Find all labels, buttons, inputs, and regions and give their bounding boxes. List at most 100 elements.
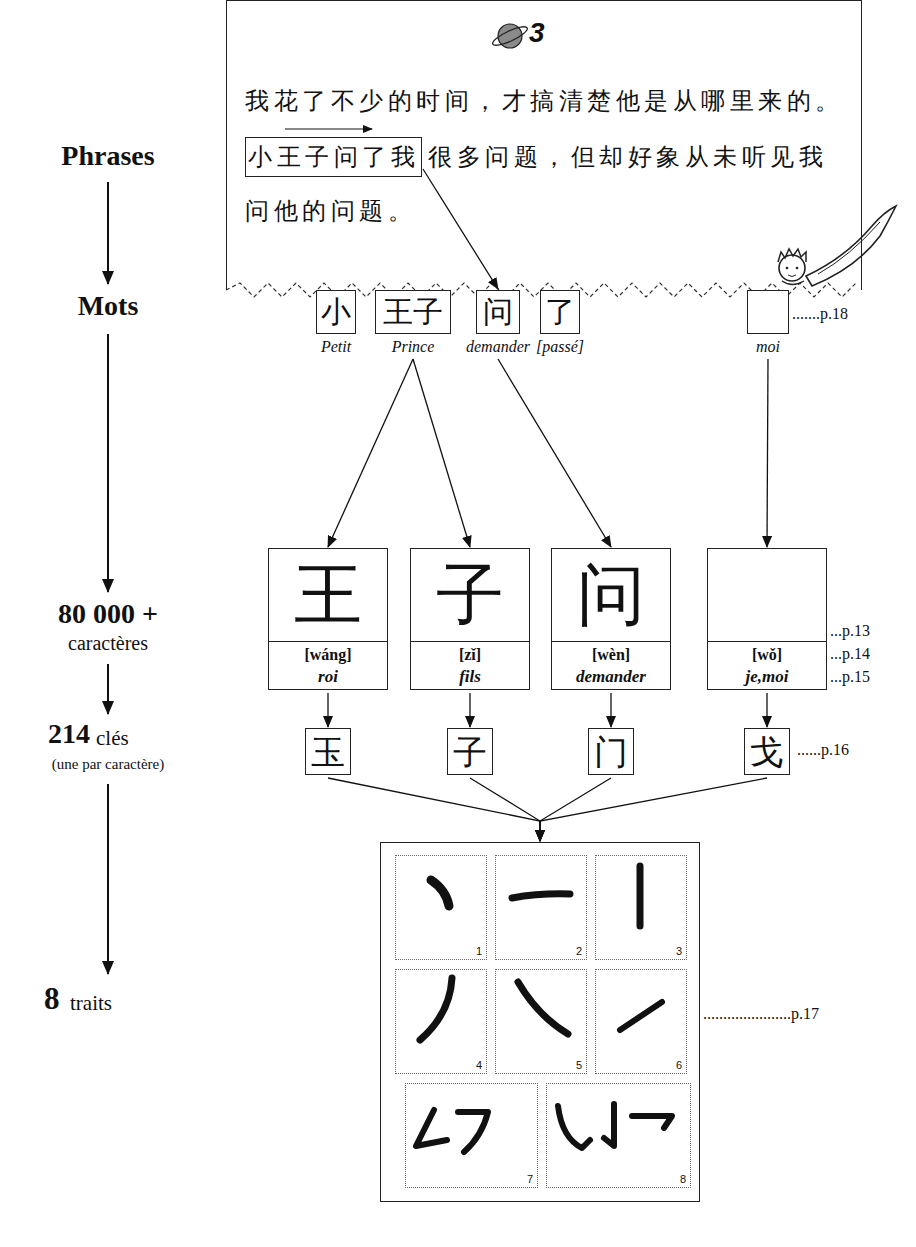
planet-icon xyxy=(491,23,530,48)
stroke-number: 7 xyxy=(527,1173,533,1185)
character-box: 王 [wáng] roi xyxy=(268,548,388,690)
stroke-glyphs xyxy=(416,866,672,1152)
planet-ring xyxy=(491,23,530,48)
character-glyph: 问 xyxy=(577,555,645,635)
radical-box: 玉 xyxy=(305,728,351,775)
meaning: roi xyxy=(269,667,387,687)
level-label: traits xyxy=(70,991,112,1016)
character-area xyxy=(708,549,826,642)
page-reference: ...p.15 xyxy=(830,668,870,686)
stroke-left-falling xyxy=(420,978,452,1040)
reading-arrow xyxy=(285,128,372,129)
word-meaning: Petit xyxy=(321,338,351,356)
stroke-hook xyxy=(558,1106,590,1148)
pinyin: [wǒ] xyxy=(708,646,826,664)
radical-glyph: 子 xyxy=(453,732,487,772)
word-meaning: demander xyxy=(466,338,530,356)
page-reference: .......p.18 xyxy=(792,305,848,323)
word-text: 了 xyxy=(545,294,575,330)
connector-arrow xyxy=(540,778,767,841)
chapter-number: 3 xyxy=(529,17,545,49)
stroke-right-falling xyxy=(518,982,568,1034)
radical-box: 门 xyxy=(588,728,634,775)
stroke-cell: 2 xyxy=(495,855,587,960)
pinyin: [zǐ] xyxy=(411,646,529,664)
level-arrow xyxy=(107,182,109,284)
stroke-number: 2 xyxy=(576,945,582,957)
connector-arrow xyxy=(469,693,470,727)
character-area: 子 xyxy=(411,549,529,642)
connector-arrow xyxy=(470,778,540,841)
prince-scarf-fold xyxy=(818,222,880,274)
connector-arrow xyxy=(328,359,413,547)
stroke-cell: 6 xyxy=(595,969,687,1074)
connector-arrow xyxy=(328,778,540,841)
stroke-number: 1 xyxy=(476,945,482,957)
stroke-hook xyxy=(632,1116,672,1128)
word-meaning: Prince xyxy=(392,338,435,356)
stroke-number: 3 xyxy=(676,945,682,957)
word-box: 小Petit xyxy=(316,290,356,334)
character-area: 问 xyxy=(552,549,670,642)
page-reference: ...p.14 xyxy=(830,645,870,663)
little-prince-illustration xyxy=(778,206,896,286)
connector-arrow xyxy=(766,693,767,727)
word-meaning: moi xyxy=(756,338,780,356)
character-glyph: 王 xyxy=(294,555,362,635)
stroke-bend xyxy=(416,1110,447,1146)
word-text: 王子 xyxy=(383,294,443,330)
level-label: clés xyxy=(96,726,129,751)
pinyin: [wèn] xyxy=(552,646,670,664)
radical-glyph: 门 xyxy=(594,732,628,772)
word-box: 了[passé] xyxy=(540,290,580,334)
prince-face xyxy=(779,255,805,281)
connector-arrow xyxy=(327,693,328,727)
connector-arrow xyxy=(413,359,470,547)
radical-box: 子 xyxy=(447,728,493,775)
word-text: 小 xyxy=(321,294,351,330)
level-arrow xyxy=(107,334,109,592)
word-box: moi xyxy=(747,290,789,334)
stroke-number: 5 xyxy=(576,1059,582,1071)
page-reference: ......................p.17 xyxy=(703,1005,819,1023)
character-area: 王 xyxy=(269,549,387,642)
stroke-bend xyxy=(458,1112,488,1152)
prince-hair xyxy=(778,249,806,262)
stroke-cell: 4 xyxy=(395,969,487,1074)
prince-scarf xyxy=(806,206,896,286)
radical-glyph: 玉 xyxy=(311,732,345,772)
page-reference: ......p.16 xyxy=(797,741,849,759)
meaning: fils xyxy=(411,667,529,687)
word-text: 问 xyxy=(483,294,513,330)
stroke-dot xyxy=(431,880,449,906)
word-box: 王子Prince xyxy=(375,290,451,334)
connector-arrow xyxy=(767,359,768,547)
level-arrow xyxy=(107,664,109,714)
stroke-vertical xyxy=(637,866,644,926)
stroke-cell: 3 xyxy=(595,855,687,960)
radical-glyph: 戈 xyxy=(750,732,784,772)
character-box: [wǒ]je,moi xyxy=(707,548,827,690)
pinyin: [wáng] xyxy=(269,646,387,664)
level-label: (une par caractère) xyxy=(52,756,164,773)
prince-eye xyxy=(786,267,789,270)
stroke-horizontal xyxy=(512,894,570,898)
connector-arrow xyxy=(610,693,611,727)
stroke-number: 6 xyxy=(676,1059,682,1071)
stroke-cell: 8 xyxy=(546,1083,691,1188)
radical-box: 戈 xyxy=(744,728,790,775)
character-box: 问[wèn]demander xyxy=(551,548,671,690)
connector-arrow xyxy=(498,359,611,547)
text-line: 我花了不少的时间，才搞清楚他是从哪里来的。 xyxy=(245,74,844,128)
stroke-rising xyxy=(620,1002,662,1030)
prince-collar xyxy=(782,281,804,285)
level-label: 8 xyxy=(44,981,60,1017)
level-label: 80 000 + xyxy=(58,598,158,630)
level-label: Mots xyxy=(78,290,139,322)
level-label: Phrases xyxy=(61,140,154,172)
level-label: caractères xyxy=(68,632,148,655)
stroke-hook xyxy=(604,1104,614,1146)
page-reference: ...p.13 xyxy=(830,622,870,640)
